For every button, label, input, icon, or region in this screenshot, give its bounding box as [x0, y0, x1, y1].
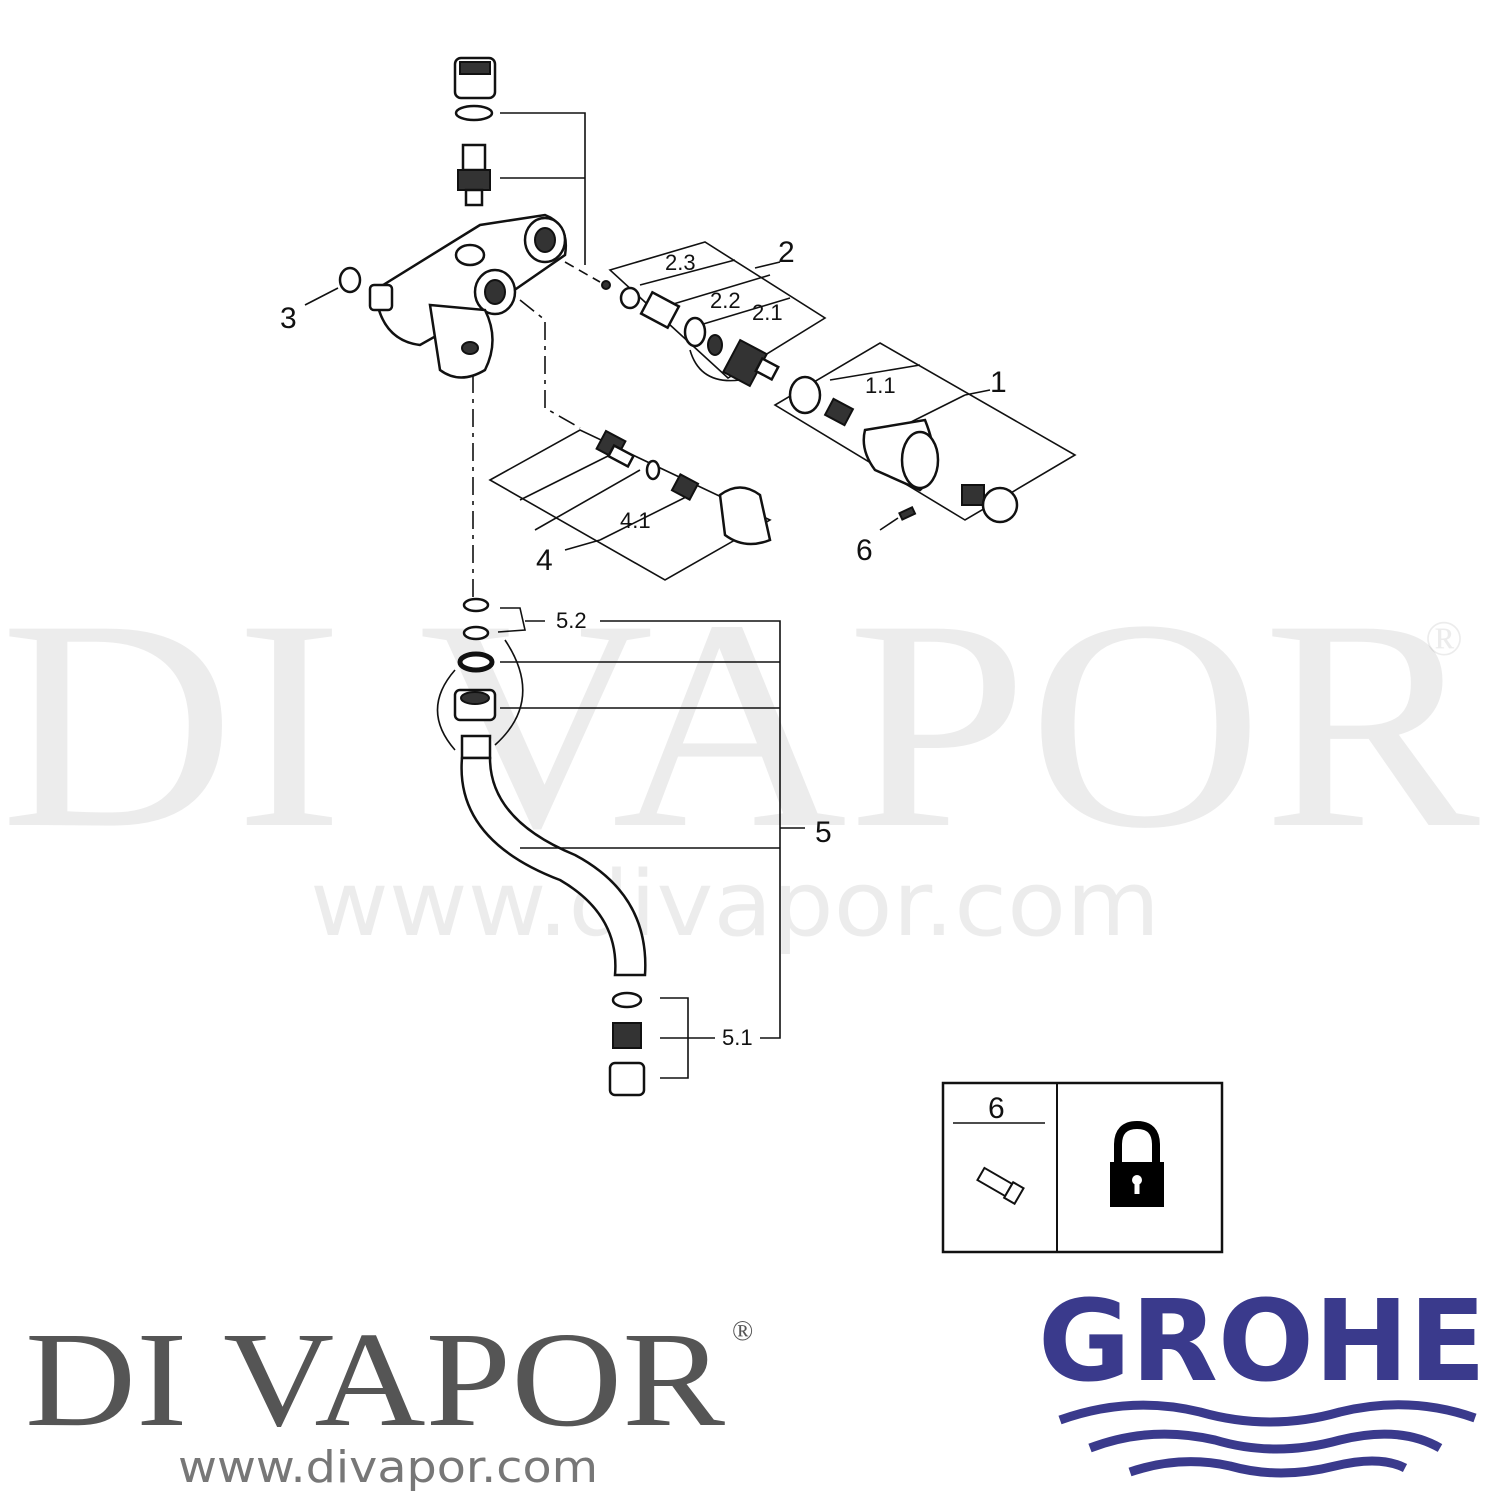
- label-3: 3: [280, 302, 297, 335]
- cap-1: [961, 484, 1019, 524]
- adapter-1-1: [823, 397, 855, 427]
- ring-1: [788, 375, 822, 415]
- washer-5-1: [611, 991, 643, 1009]
- seal-ring: [457, 651, 495, 673]
- small-seal: [601, 280, 611, 290]
- washer-3: [338, 266, 362, 294]
- padlock-icon: [1110, 1120, 1164, 1207]
- divapor-url: www.divapor.com: [178, 1442, 598, 1493]
- o-ring-2-2: [683, 316, 707, 348]
- watermark-url: www.divapor.com: [310, 852, 1160, 957]
- label-5-1: 5.1: [722, 1025, 753, 1050]
- seal-5-2a: [462, 597, 490, 613]
- screw-6: [898, 505, 917, 521]
- label-2-1: 2.1: [752, 300, 783, 325]
- spout-end: [460, 734, 492, 760]
- handle-1: [862, 418, 940, 492]
- aerator-insert: [612, 1022, 642, 1049]
- spout: [460, 756, 647, 977]
- spindle-2-2: [639, 290, 681, 330]
- grohe-logo: GROHE: [1038, 1277, 1486, 1478]
- label-6: 6: [856, 534, 873, 567]
- mixer-body: [368, 213, 568, 379]
- label-1-1: 1.1: [865, 373, 896, 398]
- handle-4: [718, 486, 772, 546]
- label-1: 1: [990, 366, 1007, 399]
- legend-part-number: 6: [988, 1092, 1005, 1125]
- label-5-2: 5.2: [556, 608, 587, 633]
- svg-text:GROHE: GROHE: [1038, 1277, 1486, 1407]
- cartridge-top: [457, 143, 491, 207]
- label-5: 5: [815, 816, 832, 849]
- aerator-housing: [608, 1061, 646, 1097]
- divapor-logo: DI VAPOR: [25, 1305, 725, 1455]
- watermark-registered: ®: [1425, 610, 1463, 666]
- washer-2-3: [619, 286, 641, 310]
- label-2-3: 2.3: [665, 250, 696, 275]
- adapter-4-1: [670, 473, 700, 501]
- label-4: 4: [536, 544, 553, 577]
- label-2: 2: [778, 236, 795, 269]
- watermark-text: DI VAPOR: [0, 558, 1482, 890]
- legend-box: 6: [941, 1081, 1224, 1254]
- headpart-2: [721, 338, 780, 388]
- seal-5-2b: [462, 625, 490, 641]
- union-nut: [453, 688, 497, 722]
- label-2-2: 2.2: [710, 288, 741, 313]
- rotation-arrow-left: [436, 669, 456, 751]
- rotation-arrow: [689, 349, 741, 382]
- o-ring-2-1: [707, 334, 723, 356]
- rotation-arrow-right: [494, 639, 524, 746]
- screw-icon: [976, 1166, 1025, 1206]
- label-4-1: 4.1: [620, 508, 651, 533]
- top-nut: [453, 56, 497, 100]
- o-ring-4: [645, 459, 661, 481]
- spindle-4: [595, 429, 636, 469]
- divapor-registered: ®: [732, 1316, 753, 1347]
- o-ring: [454, 104, 494, 122]
